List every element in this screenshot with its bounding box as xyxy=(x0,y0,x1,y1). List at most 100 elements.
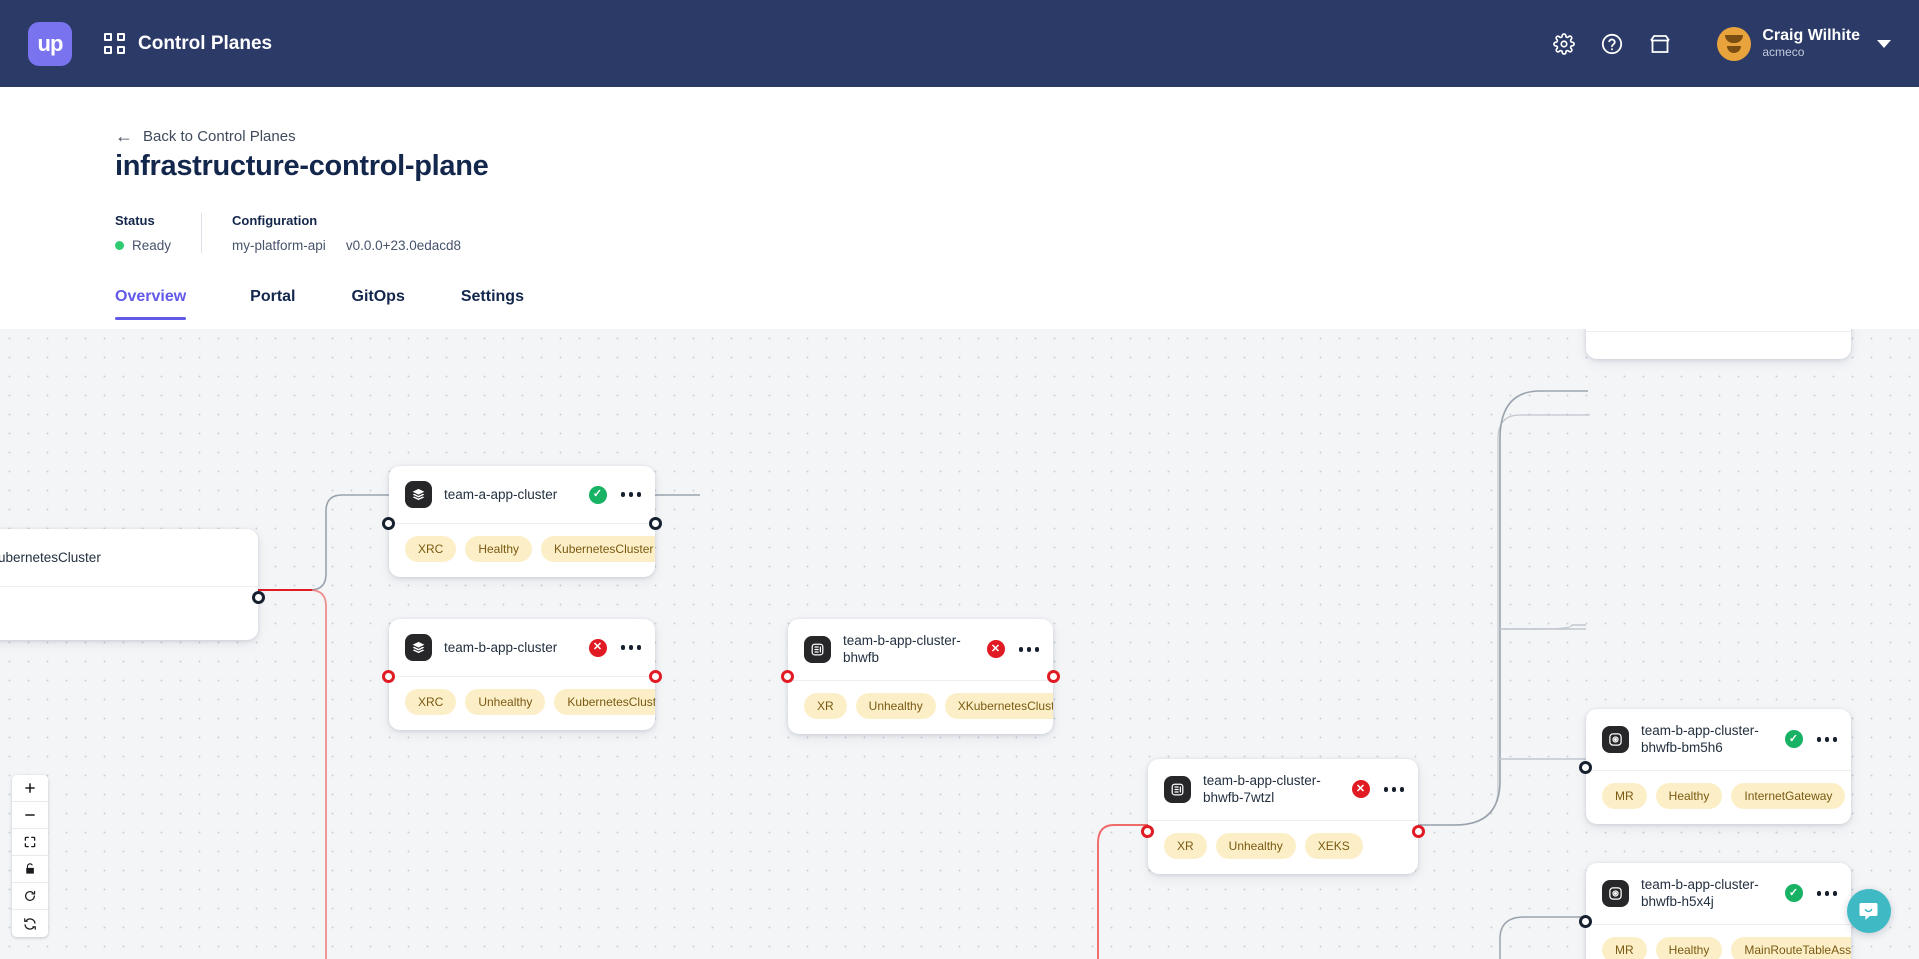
nav-title: Control Planes xyxy=(138,32,273,54)
node-menu-button[interactable] xyxy=(1816,891,1837,896)
node-title: team-b-app-cluster xyxy=(444,639,558,655)
configuration-block: Configuration my-platform-api v0.0.0+23.… xyxy=(201,213,491,253)
node-chip: Healthy xyxy=(1655,782,1723,809)
node-menu-button[interactable] xyxy=(1816,737,1837,742)
graph-node-team-b-app-cluster-bhwfb-bm5h6[interactable]: team-b-app-cluster-bhwfb-bm5h6 ✓ MR Heal… xyxy=(1579,709,1851,824)
node-header: team-b-app-cluster ✕ xyxy=(389,619,655,677)
node-chips xyxy=(1586,332,1851,359)
page-header: ← Back to Control Planes infrastructure-… xyxy=(0,87,1919,329)
node-header: team-a-app-cluster ✓ xyxy=(389,466,655,524)
configuration-name: my-platform-api xyxy=(232,238,326,253)
node-handle-left[interactable] xyxy=(1579,761,1592,774)
node-header: team-b-app-cluster-bhwfb-h5x4j ✓ xyxy=(1586,863,1851,925)
graph-node-team-b-app-cluster-bhwfb-h5x4j[interactable]: team-b-app-cluster-bhwfb-h5x4j ✓ MR Heal… xyxy=(1579,863,1851,959)
node-handle-left[interactable] xyxy=(1141,825,1154,838)
node-handle-right[interactable] xyxy=(649,517,662,530)
node-chip: KubernetesCluster xyxy=(541,536,655,562)
graph-node-team-b-app-cluster-bhwfb[interactable]: team-b-app-cluster-bhwfb ✕ XR Unhealthy … xyxy=(781,619,1060,734)
node-handle-left[interactable] xyxy=(1579,915,1592,928)
node-handle-left[interactable] xyxy=(382,517,395,530)
resource-graph-canvas[interactable]: KubernetesCluster API team-a-app-cluster… xyxy=(0,329,1919,959)
node-handle-left[interactable] xyxy=(382,670,395,683)
upbound-logo[interactable]: up xyxy=(28,21,72,66)
node-chip: XRC xyxy=(405,536,457,562)
tab-overview[interactable]: Overview xyxy=(115,280,222,320)
help-circle-icon[interactable] xyxy=(1599,31,1625,57)
tab-portal[interactable]: Portal xyxy=(250,288,296,305)
grid-cell xyxy=(117,45,125,54)
nav-actions: Craig Wilhite acmeco xyxy=(1551,26,1891,61)
status-label: Status xyxy=(115,213,155,228)
marketplace-icon[interactable] xyxy=(1647,31,1673,57)
node-chip: MR xyxy=(1602,936,1647,959)
grid-cell xyxy=(117,32,125,41)
graph-node-team-b-app-cluster-bhwfb-7wtzl[interactable]: team-b-app-cluster-bhwfb-7wtzl ✕ XR Unhe… xyxy=(1141,759,1425,874)
top-navigation-bar: up Control Planes xyxy=(0,0,1919,87)
configuration-label: Configuration xyxy=(232,213,318,228)
graph-node-team-b-app-cluster[interactable]: team-b-app-cluster ✕ XRC Unhealthy Kuber… xyxy=(382,619,662,730)
node-chip: XRC xyxy=(405,689,457,715)
node-chips: XRC Unhealthy KubernetesCluster xyxy=(389,677,655,730)
node-chip: KubernetesCluster xyxy=(554,689,655,715)
graph-node-team-a-app-cluster[interactable]: team-a-app-cluster ✓ XRC Healthy Kuberne… xyxy=(382,466,662,577)
node-chip: InternetGateway xyxy=(1731,782,1846,809)
node-chips: XRC Healthy KubernetesCluster xyxy=(389,524,655,577)
node-chip: MainRouteTableAssociation xyxy=(1731,936,1851,959)
graph-node-kubernetescluster[interactable]: KubernetesCluster API xyxy=(0,529,265,640)
grid-icon[interactable] xyxy=(104,32,126,55)
node-chips: MR Healthy InternetGateway xyxy=(1586,771,1851,824)
avatar xyxy=(1717,26,1752,61)
fit-view-button[interactable] xyxy=(12,829,48,856)
logo-text: up xyxy=(37,30,64,56)
chat-widget-button[interactable] xyxy=(1847,889,1891,933)
status-badge-healthy: ✓ xyxy=(588,485,607,504)
node-title: KubernetesCluster xyxy=(0,549,101,565)
node-menu-button[interactable] xyxy=(1018,647,1039,652)
node-header: team-b-app-cluster-bhwfb ✕ xyxy=(788,619,1053,681)
status-dot-icon xyxy=(115,241,124,250)
status-value: Ready xyxy=(132,238,172,253)
node-menu-button[interactable] xyxy=(620,645,641,650)
node-handle-right[interactable] xyxy=(649,670,662,683)
status-badge-healthy: ✓ xyxy=(1784,730,1803,749)
tab-settings[interactable]: Settings xyxy=(460,288,524,305)
zoom-in-button[interactable] xyxy=(12,775,48,802)
graph-node-partial[interactable] xyxy=(1586,329,1851,359)
node-handle-right[interactable] xyxy=(1047,670,1060,683)
resource-icon xyxy=(804,635,831,663)
node-handle-right[interactable] xyxy=(1412,825,1425,838)
node-menu-button[interactable] xyxy=(1383,787,1404,792)
node-title: team-b-app-cluster-bhwfb xyxy=(843,633,961,666)
back-to-control-planes-link[interactable]: ← Back to Control Planes xyxy=(115,127,296,145)
node-header: team-b-app-cluster-bhwfb-bm5h6 ✓ xyxy=(1586,709,1851,771)
node-handle-right[interactable] xyxy=(252,591,265,604)
node-chip: Unhealthy xyxy=(465,689,546,715)
node-chip: XR xyxy=(804,692,847,719)
status-badge-unhealthy: ✕ xyxy=(986,640,1005,659)
node-menu-button[interactable] xyxy=(620,492,641,497)
gear-icon[interactable] xyxy=(1551,31,1577,57)
target-icon xyxy=(1602,879,1629,907)
lock-button[interactable] xyxy=(12,856,48,883)
user-menu[interactable]: Craig Wilhite acmeco xyxy=(1717,26,1891,61)
configuration-version: v0.0.0+23.0edacd8 xyxy=(345,238,462,253)
node-chip: XR xyxy=(1164,832,1207,859)
grid-cell xyxy=(104,32,112,41)
node-handle-left[interactable] xyxy=(781,670,794,683)
chevron-down-icon[interactable] xyxy=(1877,39,1891,48)
target-icon xyxy=(1602,725,1629,753)
meta-row: Status Ready Configuration my-platform-a… xyxy=(115,213,491,253)
tab-gitops[interactable]: GitOps xyxy=(351,288,405,305)
node-chips: XR Unhealthy XKubernetesCluster xyxy=(788,681,1053,734)
node-title: team-b-app-cluster-bhwfb-7wtzl xyxy=(1203,773,1321,806)
node-chip: Unhealthy xyxy=(1215,832,1296,859)
canvas-controls xyxy=(12,775,48,937)
refresh-button[interactable] xyxy=(12,883,48,910)
user-text: Craig Wilhite acmeco xyxy=(1762,27,1860,59)
resource-icon xyxy=(1164,775,1191,803)
user-name: Craig Wilhite xyxy=(1762,27,1860,45)
auto-sync-button[interactable] xyxy=(12,910,48,937)
zoom-out-button[interactable] xyxy=(12,802,48,829)
node-chip: XEKS xyxy=(1304,832,1363,859)
node-chips: MR Healthy MainRouteTableAssociation xyxy=(1586,925,1851,959)
